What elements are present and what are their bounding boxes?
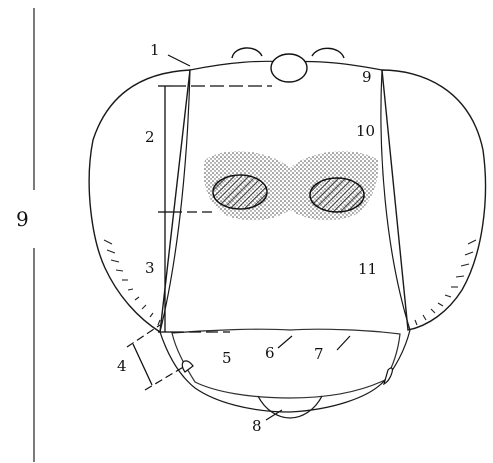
mandible-left: [182, 361, 193, 372]
label-7: 7: [314, 345, 324, 363]
label-2: 2: [145, 128, 155, 146]
left-compound-eye: [89, 70, 190, 332]
leader-7: [337, 336, 350, 350]
right-antennal-socket: [310, 178, 364, 212]
label-4: 4: [117, 357, 127, 375]
label-6: 6: [265, 344, 275, 362]
left-ocellus: [232, 48, 262, 58]
label-5: 5: [222, 349, 232, 367]
measure-4-left: [133, 344, 152, 385]
label-1: 1: [150, 41, 160, 59]
label-3: 3: [145, 259, 155, 277]
right-compound-eye: [382, 70, 485, 330]
labrum: [258, 396, 322, 418]
frons-clear-area: [222, 218, 358, 342]
label-11: 11: [358, 260, 377, 278]
right-ocellus: [312, 48, 344, 58]
measure-4-tick-b: [145, 366, 185, 390]
figure-number: 9: [16, 207, 29, 231]
label-8: 8: [252, 417, 262, 435]
label-9: 9: [362, 68, 372, 86]
label-10: 10: [356, 122, 375, 140]
right-eye-fringe: [415, 240, 476, 325]
leader-1: [168, 55, 190, 66]
left-antennal-socket: [213, 175, 267, 209]
median-ocellus: [271, 54, 307, 82]
mandible-right: [384, 368, 392, 384]
